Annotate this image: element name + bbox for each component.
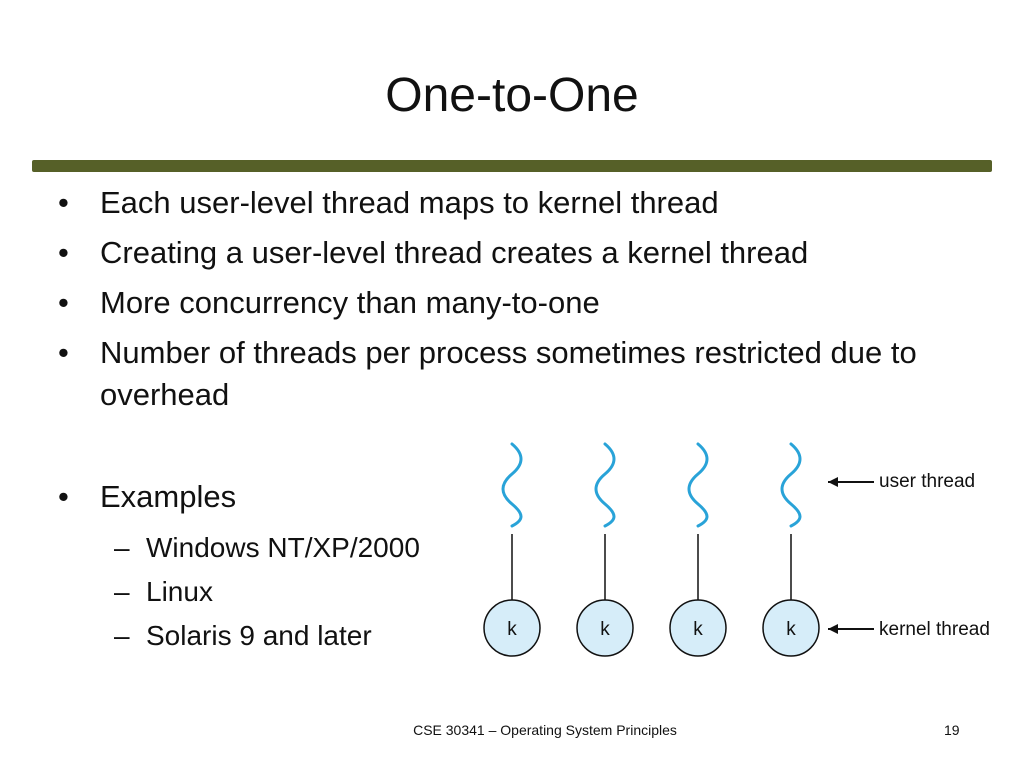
thread-pair: k <box>762 442 820 657</box>
thread-pair: k <box>483 442 541 657</box>
kernel-thread-callout: kernel thread <box>828 619 990 640</box>
title-divider <box>32 160 992 172</box>
bullet-text: Number of threads per process sometimes … <box>100 335 917 412</box>
example-item: – Windows NT/XP/2000 <box>114 526 420 570</box>
kernel-thread-arrow-head <box>828 624 838 634</box>
bullet-item: • Each user-level thread maps to kernel … <box>58 182 958 224</box>
bullet-list: • Each user-level thread maps to kernel … <box>58 182 958 424</box>
thread-pair: k <box>576 442 634 657</box>
dash-marker: – <box>114 532 130 563</box>
thread-pair: k <box>669 442 727 657</box>
user-thread-squiggle <box>687 442 709 528</box>
user-thread-squiggle <box>501 442 523 528</box>
bullet-item: • More concurrency than many-to-one <box>58 282 958 324</box>
footer-course: CSE 30341 – Operating System Principles <box>413 722 677 738</box>
kernel-thread-circle <box>669 599 727 657</box>
kernel-thread-k-label: k <box>693 619 703 640</box>
kernel-thread-k-label: k <box>507 619 517 640</box>
example-item: – Linux <box>114 570 420 614</box>
bullet-dot: • <box>58 285 69 320</box>
bullet-text: More concurrency than many-to-one <box>100 285 600 320</box>
kernel-thread-k-label: k <box>600 619 610 640</box>
user-thread-callout: user thread <box>828 471 975 492</box>
bullet-dot: • <box>58 235 69 270</box>
example-text: Windows NT/XP/2000 <box>146 532 420 563</box>
examples-sublist: – Windows NT/XP/2000 – Linux – Solaris 9… <box>114 526 420 658</box>
kernel-thread-circle <box>762 599 820 657</box>
bullet-item: • Creating a user-level thread creates a… <box>58 232 958 274</box>
slide-title: One-to-One <box>385 69 639 122</box>
user-thread-squiggle <box>594 442 616 528</box>
bullet-item: • Examples <box>58 476 236 518</box>
dash-marker: – <box>114 620 130 651</box>
bullet-dot: • <box>58 185 69 220</box>
kernel-thread-circle <box>576 599 634 657</box>
examples-list: • Examples <box>58 476 236 518</box>
bullet-dot: • <box>58 335 69 370</box>
kernel-thread-circle <box>483 599 541 657</box>
dash-marker: – <box>114 576 130 607</box>
bullet-dot: • <box>58 479 69 514</box>
kernel-thread-k-label: k <box>786 619 796 640</box>
user-thread-squiggle <box>780 442 802 528</box>
example-text: Solaris 9 and later <box>146 620 372 651</box>
bullet-text: Creating a user-level thread creates a k… <box>100 235 809 270</box>
page-number: 19 <box>944 722 960 738</box>
example-item: – Solaris 9 and later <box>114 614 420 658</box>
example-text: Linux <box>146 576 213 607</box>
examples-heading: Examples <box>100 479 237 514</box>
kernel-thread-label: kernel thread <box>879 619 990 640</box>
user-thread-arrow-head <box>828 477 838 487</box>
one-to-one-diagram: k k k k user thread kernel thread <box>483 442 990 657</box>
bullet-item: • Number of threads per process sometime… <box>58 332 920 416</box>
user-thread-label: user thread <box>879 471 975 492</box>
bullet-text: Each user-level thread maps to kernel th… <box>100 185 719 220</box>
